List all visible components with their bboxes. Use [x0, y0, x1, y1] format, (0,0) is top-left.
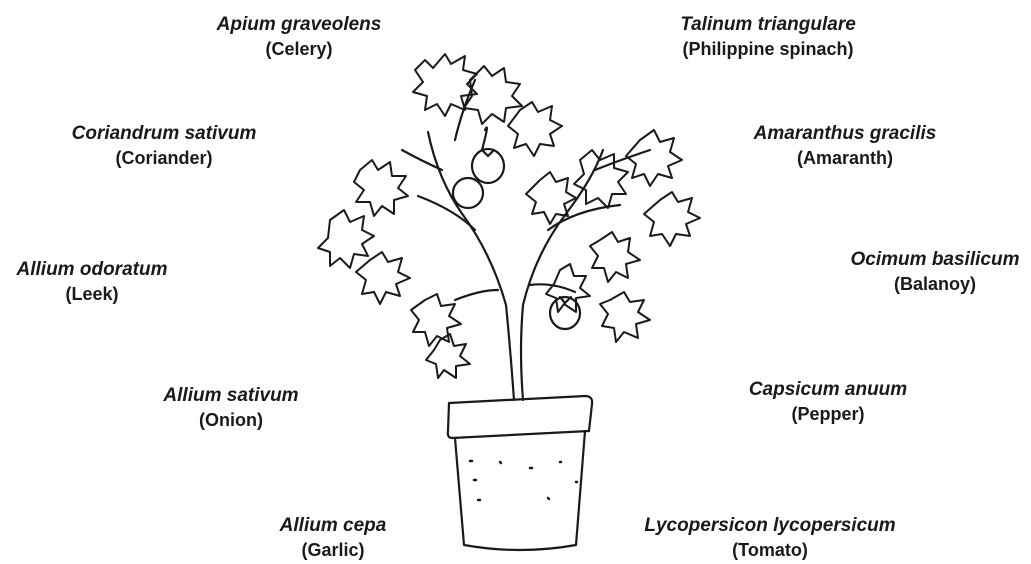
common-name: (Pepper): [749, 403, 907, 426]
tomato-fruits: [453, 149, 580, 329]
scientific-name: Capsicum anuum: [749, 378, 907, 403]
scientific-name: Talinum triangulare: [680, 13, 856, 38]
common-name: (Garlic): [280, 539, 387, 562]
common-name: (Tomato): [644, 539, 895, 562]
common-name: (Celery): [217, 38, 382, 61]
scientific-name: Coriandrum sativum: [72, 122, 257, 147]
label-coriander: Coriandrum sativum (Coriander): [72, 122, 257, 170]
label-pepper: Capsicum anuum (Pepper): [749, 378, 907, 426]
label-leek: Allium odoratum (Leek): [17, 258, 168, 306]
common-name: (Balanoy): [851, 273, 1020, 296]
common-name: (Coriander): [72, 147, 257, 170]
label-onion: Allium sativum (Onion): [163, 384, 298, 432]
pot-speckles: [470, 461, 577, 500]
scientific-name: Lycopersicon lycopersicum: [644, 514, 895, 539]
common-name: (Onion): [163, 409, 298, 432]
pot-body: [455, 431, 585, 550]
scientific-name: Allium sativum: [163, 384, 298, 409]
label-balanoy: Ocimum basilicum (Balanoy): [851, 248, 1020, 296]
plant-stems: [402, 80, 650, 400]
label-amaranth: Amaranthus gracilis (Amaranth): [754, 122, 937, 170]
label-celery: Apium graveolens (Celery): [217, 13, 382, 61]
scientific-name: Apium graveolens: [217, 13, 382, 38]
common-name: (Leek): [17, 283, 168, 306]
scientific-name: Allium cepa: [280, 514, 387, 539]
label-philippine-spinach: Talinum triangulare (Philippine spinach): [680, 13, 856, 61]
common-name: (Philippine spinach): [680, 38, 856, 61]
label-tomato: Lycopersicon lycopersicum (Tomato): [644, 514, 895, 562]
scientific-name: Allium odoratum: [17, 258, 168, 283]
label-garlic: Allium cepa (Garlic): [280, 514, 387, 562]
common-name: (Amaranth): [754, 147, 937, 170]
scientific-name: Amaranthus gracilis: [754, 122, 937, 147]
pot-rim: [448, 396, 592, 438]
scientific-name: Ocimum basilicum: [851, 248, 1020, 273]
flower-pot: [448, 396, 592, 550]
